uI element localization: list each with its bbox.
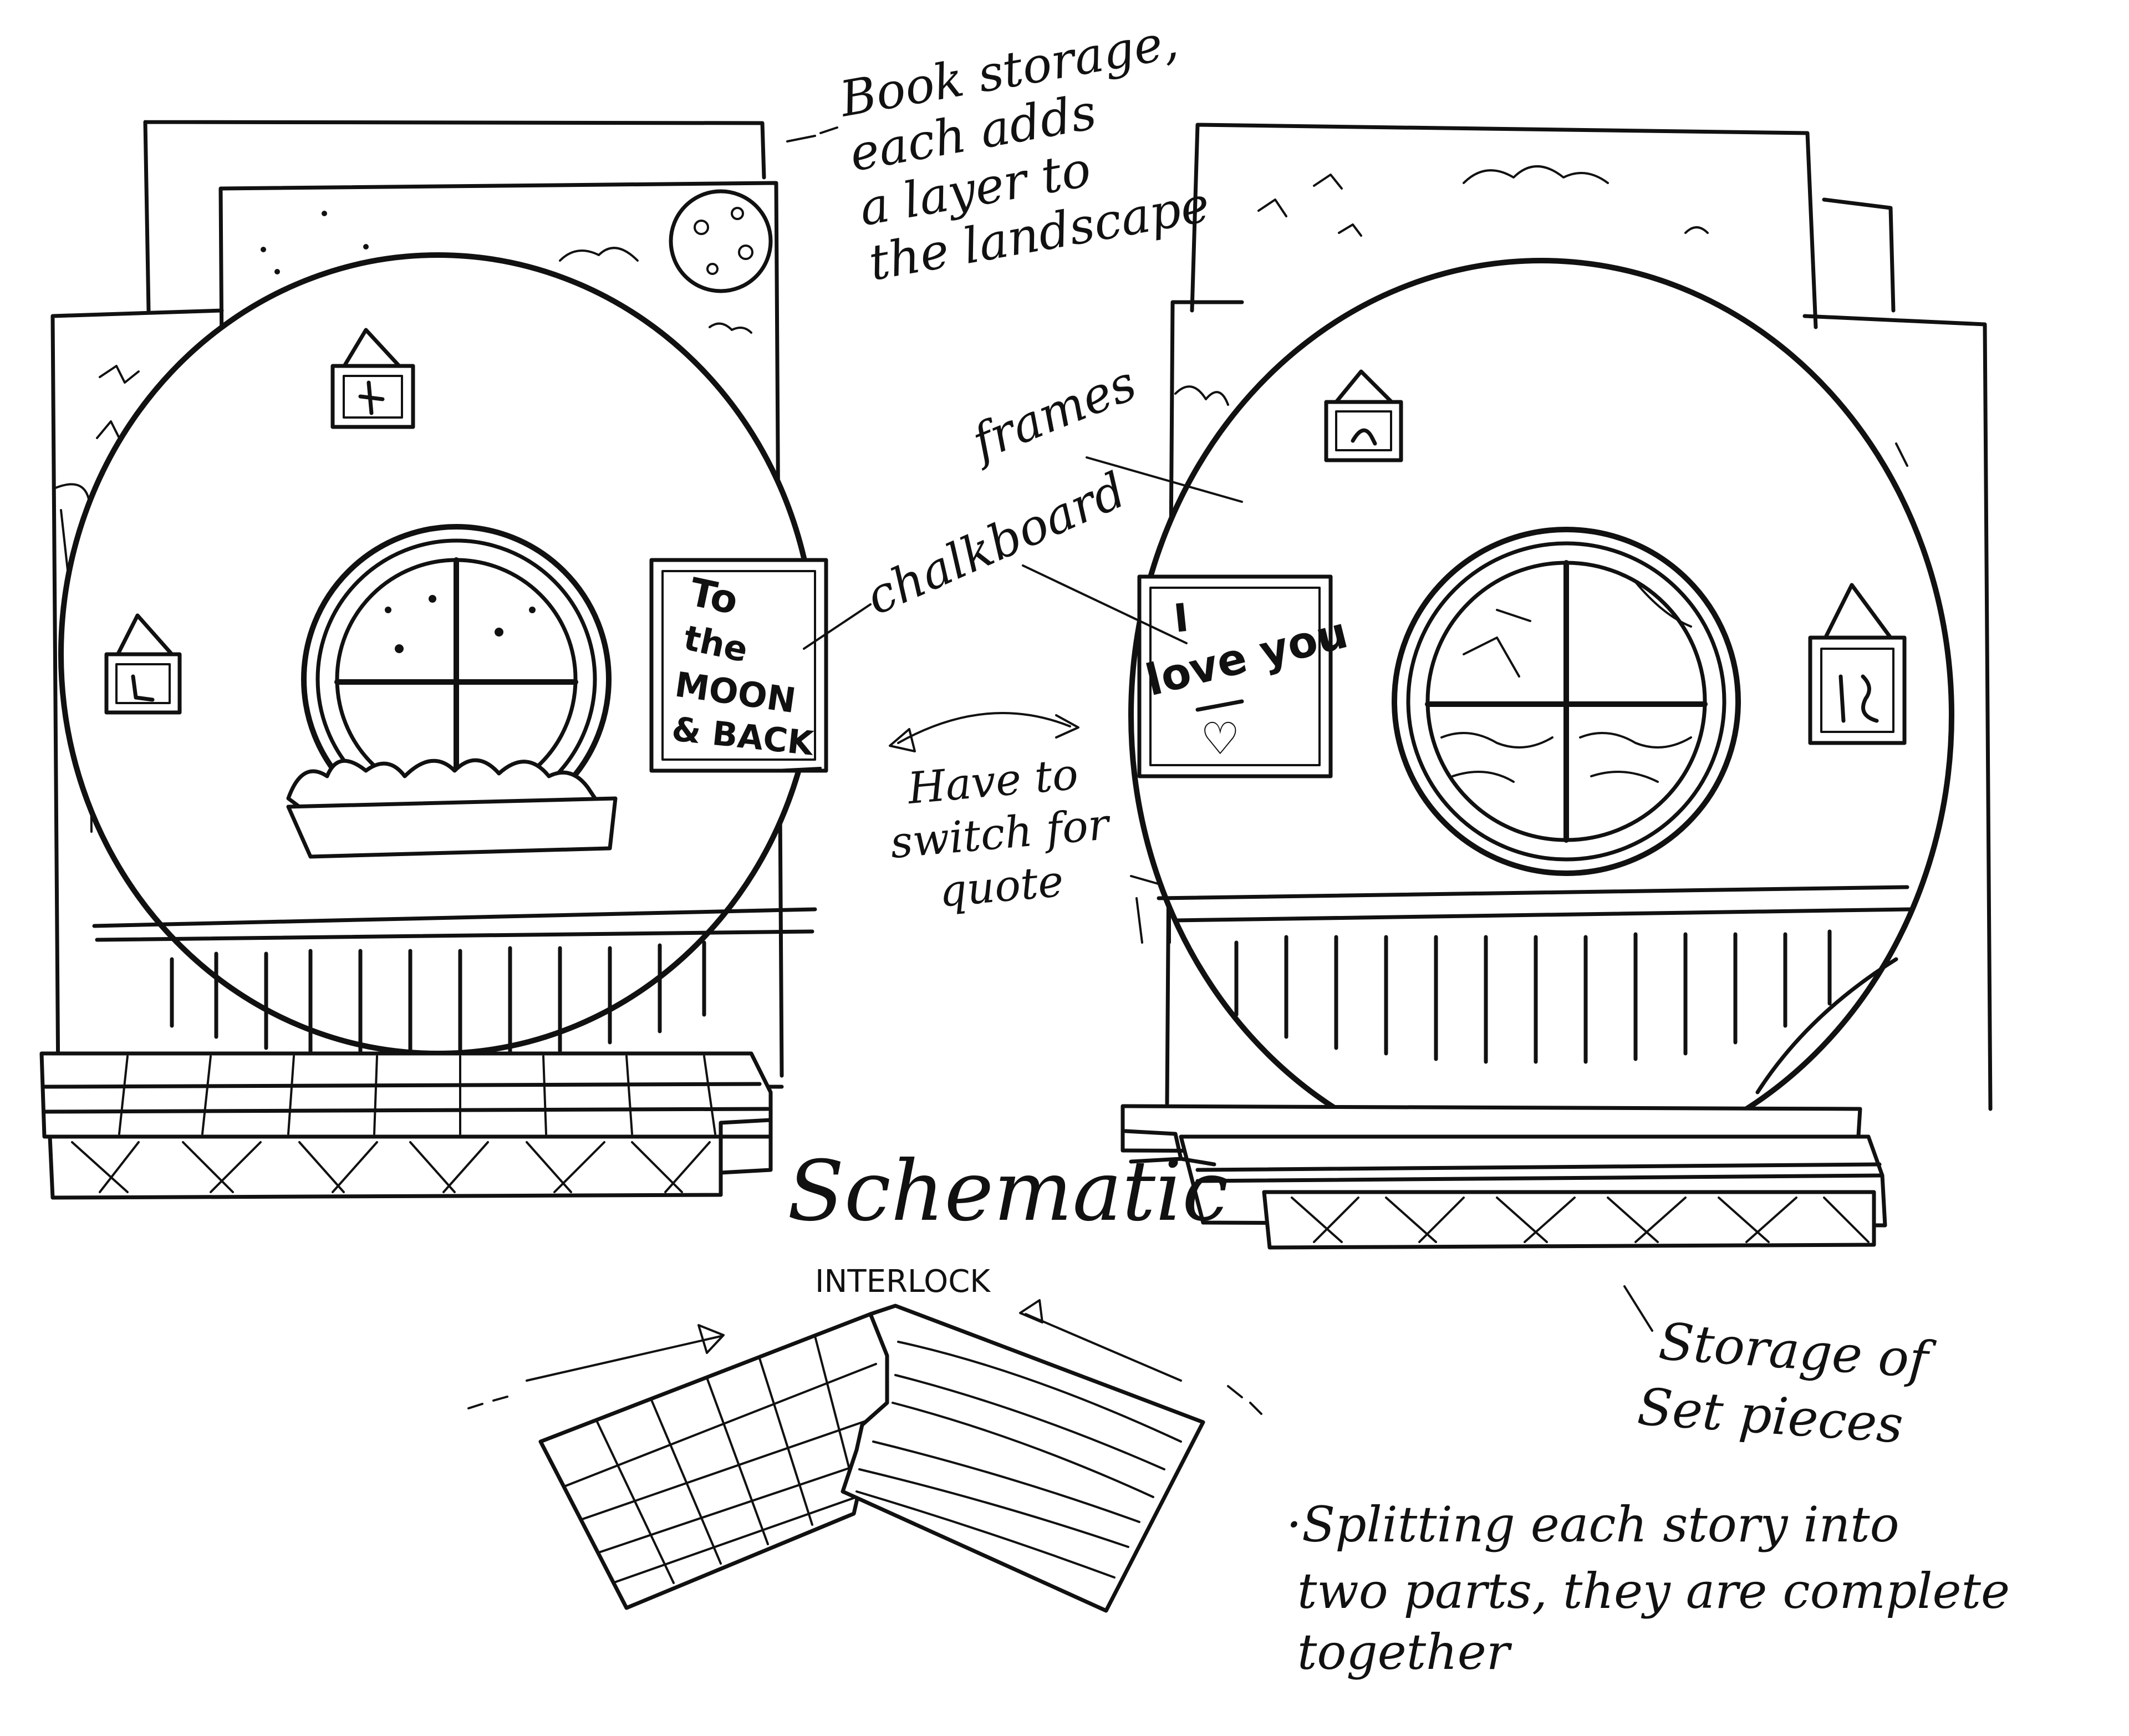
right-set: I love you ♡ — [1123, 125, 1990, 1248]
splitting-line-3: together — [1297, 1623, 1512, 1681]
right-clouds — [1464, 166, 1708, 233]
left-cloud-small — [710, 324, 751, 333]
splitting-line-2: two parts, they are complete — [1297, 1562, 2010, 1620]
left-flower-box — [288, 760, 615, 857]
book-storage-note: Book storage, each adds a layer to the l… — [835, 12, 1214, 292]
interlock-label: INTERLOCK — [815, 1264, 991, 1300]
storage-line-1: Storage of — [1657, 1312, 1937, 1391]
moon-icon — [671, 191, 771, 291]
interlock-arrow-left — [527, 1336, 721, 1381]
storage-note: Storage of Set pieces — [1636, 1311, 1938, 1457]
switch-line-3: quote — [937, 857, 1066, 917]
schematic-wood-piece — [843, 1306, 1203, 1611]
heart-icon: ♡ — [1200, 713, 1240, 765]
frames-label: frames — [961, 354, 1144, 472]
left-set: To the MOON & BACK — [42, 122, 826, 1198]
left-chalkboard: To the MOON & BACK — [651, 560, 826, 771]
switch-note: Have to switch for quote — [884, 747, 1118, 921]
book-storage-pointer — [787, 128, 837, 141]
dash-right — [1228, 1386, 1261, 1414]
schematic-label: Schematic — [787, 1143, 1229, 1240]
dash-left — [468, 1397, 507, 1408]
storage-line-2: Set pieces — [1636, 1377, 1905, 1455]
storage-pointer — [1624, 1286, 1652, 1331]
right-chalkboard: I love you ♡ — [1139, 577, 1353, 776]
right-base — [1123, 1106, 1885, 1248]
left-cloud — [560, 248, 638, 261]
right-round-window — [1394, 530, 1738, 873]
splitting-line-1: ·Splitting each story into — [1286, 1496, 1899, 1553]
schematic-grid-piece — [541, 1314, 893, 1608]
left-base — [42, 1053, 771, 1198]
splitting-note: ·Splitting each story into two parts, th… — [1286, 1496, 2010, 1681]
chalkboard-label: chalkboard — [858, 461, 1134, 626]
schematic-diagram — [468, 1300, 1261, 1611]
bird-icon — [1259, 175, 1361, 236]
right-plant — [1175, 386, 1228, 405]
right-side-back-panel — [1824, 200, 1893, 310]
switch-arrow — [898, 713, 1070, 743]
